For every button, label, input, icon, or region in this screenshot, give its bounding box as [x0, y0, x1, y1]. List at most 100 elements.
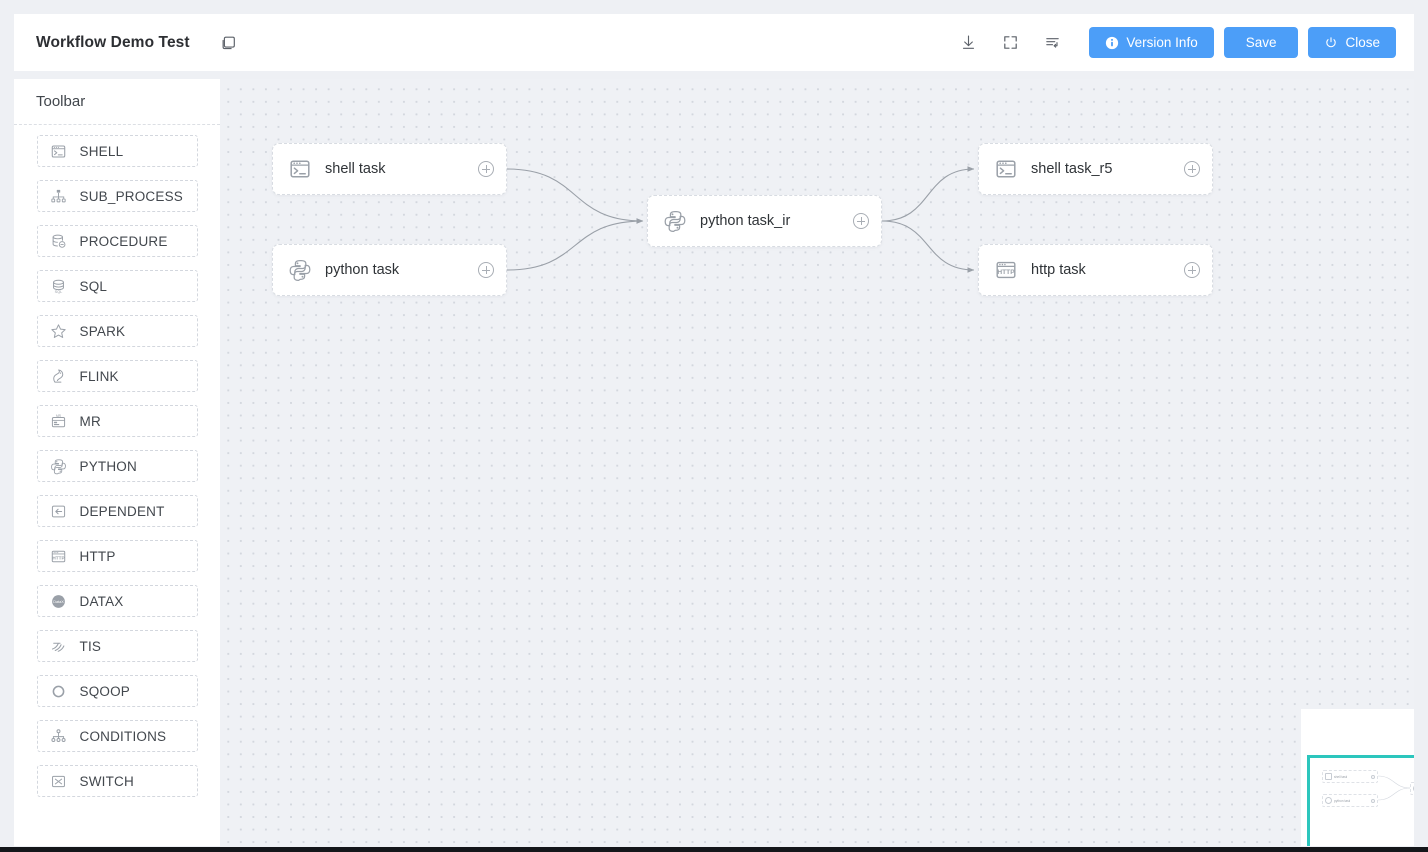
- toolbar-item-label: SUB_PROCESS: [79, 188, 183, 204]
- toolbar-item-conditions[interactable]: CONDITIONS: [36, 720, 198, 752]
- fullscreen-icon[interactable]: [995, 28, 1025, 58]
- dag-node-n4[interactable]: shell task_r5: [978, 143, 1213, 195]
- dag-edge[interactable]: [506, 218, 644, 271]
- toolbar-item-dependent[interactable]: DEPENDENT: [36, 495, 198, 527]
- datax-circle-icon: DataX: [48, 591, 70, 611]
- python-icon: [662, 208, 688, 234]
- procedure-database-icon: [48, 231, 70, 251]
- toolbar-item-sqoop[interactable]: SQOOP: [36, 675, 198, 707]
- minimap-node-add-icon: [1371, 774, 1375, 779]
- sqoop-circle-icon: [48, 681, 70, 701]
- svg-text:HTTP: HTTP: [52, 555, 64, 560]
- dag-node-add-icon[interactable]: [1184, 262, 1200, 278]
- dag-node-add-icon[interactable]: [853, 213, 869, 229]
- minimap-node-label: shell task: [1334, 774, 1348, 779]
- save-button[interactable]: Save: [1223, 27, 1299, 58]
- dag-node-label: shell task_r5: [1031, 161, 1113, 177]
- http-icon: HTTP: [993, 257, 1019, 283]
- shell-terminal-icon: [287, 156, 313, 182]
- close-button[interactable]: Close: [1308, 27, 1396, 58]
- conditions-branch-icon: [48, 726, 70, 746]
- svg-text:MR: MR: [56, 413, 62, 417]
- python-icon: [1325, 797, 1332, 804]
- page-title: Workflow Demo Test: [36, 33, 190, 51]
- bottom-strip: [0, 847, 1428, 852]
- dag-node-label: shell task: [325, 161, 386, 177]
- toolbar-item-label: DEPENDENT: [79, 503, 165, 519]
- toolbar-item-tis[interactable]: TIS: [36, 630, 198, 662]
- toolbar-item-label: PROCEDURE: [79, 233, 168, 249]
- header-bar: Workflow Demo Test: [14, 14, 1414, 71]
- dag-node-add-icon[interactable]: [478, 161, 494, 177]
- close-label: Close: [1345, 35, 1380, 50]
- toolbar-item-label: FLINK: [79, 368, 119, 384]
- power-icon: [1326, 36, 1337, 47]
- toolbar-item-shell[interactable]: SHELL: [36, 135, 198, 167]
- dag-edge[interactable]: [881, 220, 975, 273]
- toolbar-item-label: CONDITIONS: [79, 728, 167, 744]
- toolbar-item-label: SPARK: [79, 323, 126, 339]
- dag-node-n3[interactable]: python task_ir: [647, 195, 882, 247]
- toolbar-item-label: DATAX: [79, 593, 124, 609]
- tis-icon: [48, 636, 70, 656]
- toolbar-item-label: TIS: [79, 638, 102, 654]
- dag-node-n5[interactable]: HTTP http task: [978, 244, 1213, 296]
- toolbar-item-sub_process[interactable]: SUB_PROCESS: [36, 180, 198, 212]
- switch-cross-icon: [48, 771, 70, 791]
- shell-terminal-icon: [993, 156, 1019, 182]
- minimap-node: python task: [1322, 794, 1378, 807]
- toolbar-item-flink[interactable]: FLINK: [36, 360, 198, 392]
- dag-node-label: python task_ir: [700, 213, 791, 229]
- minimap-edges: [1377, 775, 1411, 801]
- minimap-node-label: python task: [1334, 798, 1351, 803]
- toolbar-item-procedure[interactable]: PROCEDURE: [36, 225, 198, 257]
- toolbar-item-switch[interactable]: SWITCH: [36, 765, 198, 797]
- python-icon: [287, 257, 313, 283]
- save-label: Save: [1245, 35, 1277, 50]
- toolbar-item-label: SQOOP: [79, 683, 131, 699]
- svg-text:DataX: DataX: [53, 599, 64, 603]
- minimap-node: python task_ir: [1410, 782, 1414, 795]
- dag-node-label: http task: [1031, 262, 1086, 278]
- minimap-node-add-icon: [1371, 798, 1375, 803]
- toolbar-item-python[interactable]: PYTHON: [36, 450, 198, 482]
- flink-squirrel-icon: [48, 366, 70, 386]
- dag-node-add-icon[interactable]: [1184, 161, 1200, 177]
- sub-process-hierarchy-icon: [48, 186, 70, 206]
- minimap-node: shell task: [1322, 770, 1378, 783]
- toolbar-item-spark[interactable]: SPARK: [36, 315, 198, 347]
- download-icon[interactable]: [953, 28, 983, 58]
- http-icon: HTTP: [48, 546, 70, 566]
- python-icon: [48, 456, 70, 476]
- svg-text:HTTP: HTTP: [997, 269, 1015, 276]
- toolbar-item-label: SWITCH: [79, 773, 134, 789]
- dependent-arrow-icon: [48, 501, 70, 521]
- toolbar-item-label: SQL: [79, 278, 108, 294]
- shell-terminal-icon: [1325, 773, 1332, 780]
- spark-star-icon: [48, 321, 70, 341]
- toolbar-item-datax[interactable]: DataX DATAX: [36, 585, 198, 617]
- dag-node-add-icon[interactable]: [478, 262, 494, 278]
- dag-node-n1[interactable]: shell task: [272, 143, 507, 195]
- dag-node-n2[interactable]: python task: [272, 244, 507, 296]
- toolbar-title: Toolbar: [14, 79, 220, 125]
- format-layout-icon[interactable]: [1037, 28, 1067, 58]
- dag-edge[interactable]: [506, 168, 644, 224]
- toolbar-item-label: SHELL: [79, 143, 124, 159]
- copy-icon[interactable]: [216, 31, 240, 55]
- dag-edge[interactable]: [881, 166, 975, 222]
- info-icon: [1106, 36, 1119, 49]
- version-info-label: Version Info: [1126, 35, 1198, 50]
- dag-node-label: python task: [325, 262, 400, 278]
- version-info-button[interactable]: Version Info: [1089, 27, 1214, 58]
- mapreduce-icon: MR: [48, 411, 70, 431]
